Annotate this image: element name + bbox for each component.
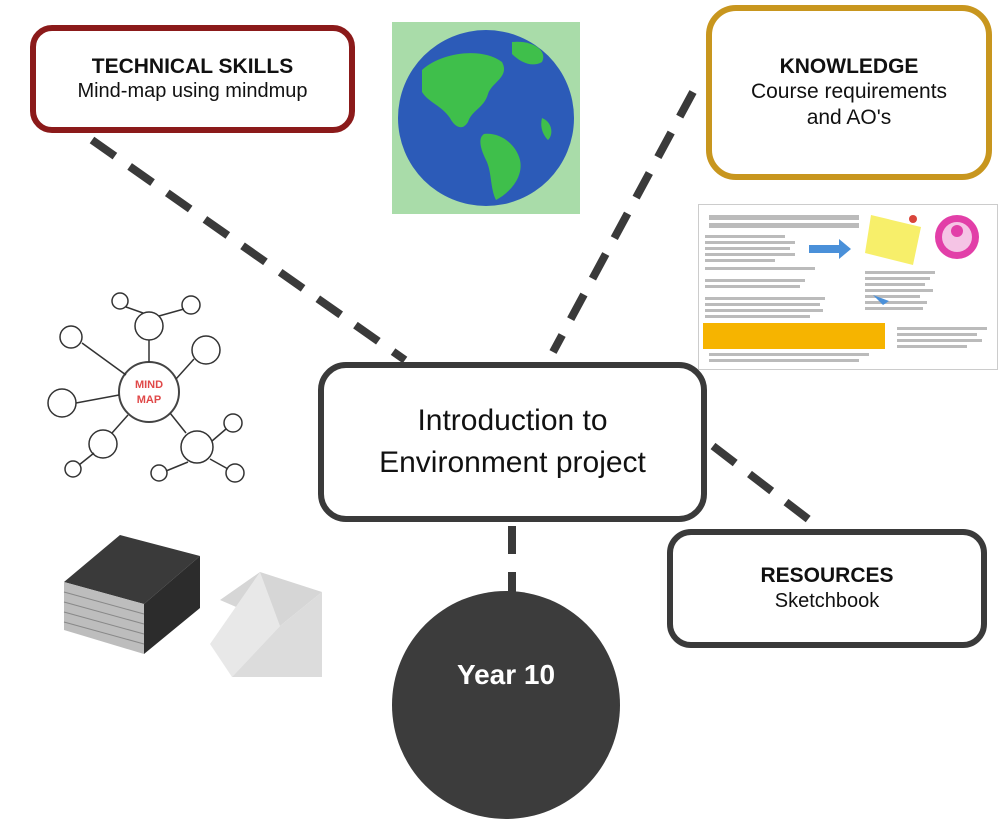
central-topic-box: Introduction to Environment project [318,362,707,522]
knowledge-line-1: Course requirements [750,79,948,103]
knowledge-box: KNOWLEDGE Course requirements and AO's [706,5,992,180]
mind-map-image: MIND MAP [46,287,256,487]
central-topic-line-2: Environment project [379,446,646,479]
knowledge-title: KNOWLEDGE [779,54,919,78]
knowledge-line-2: and AO's [806,106,892,130]
year-label: Year 10 [456,659,556,690]
sketchbook-icon [63,535,322,677]
resources-box: RESOURCES Sketchbook [667,529,987,648]
ao-document-thumbnail [698,204,998,370]
central-topic-line-1: Introduction to [417,404,608,437]
technical-skills-title: TECHNICAL SKILLS [91,54,294,78]
resources-title: RESOURCES [760,564,894,588]
connector-technical [89,136,408,364]
connector-lines [89,90,815,600]
year-circle: Year 10 [392,591,620,819]
mind-map-label: MIND [135,379,163,391]
technical-skills-subtitle: Mind-map using mindmup [77,80,308,103]
sketchbook-image [60,530,325,677]
mind-map-label-2: MAP [137,394,161,406]
connector-knowledge [549,90,697,354]
technical-skills-box: TECHNICAL SKILLS Mind-map using mindmup [30,25,355,133]
globe-icon [392,22,580,214]
resources-subtitle: Sketchbook [774,589,880,612]
connector-resources [710,442,815,526]
globe-image [392,22,580,214]
mind-map-icon: MIND MAP [47,292,245,483]
